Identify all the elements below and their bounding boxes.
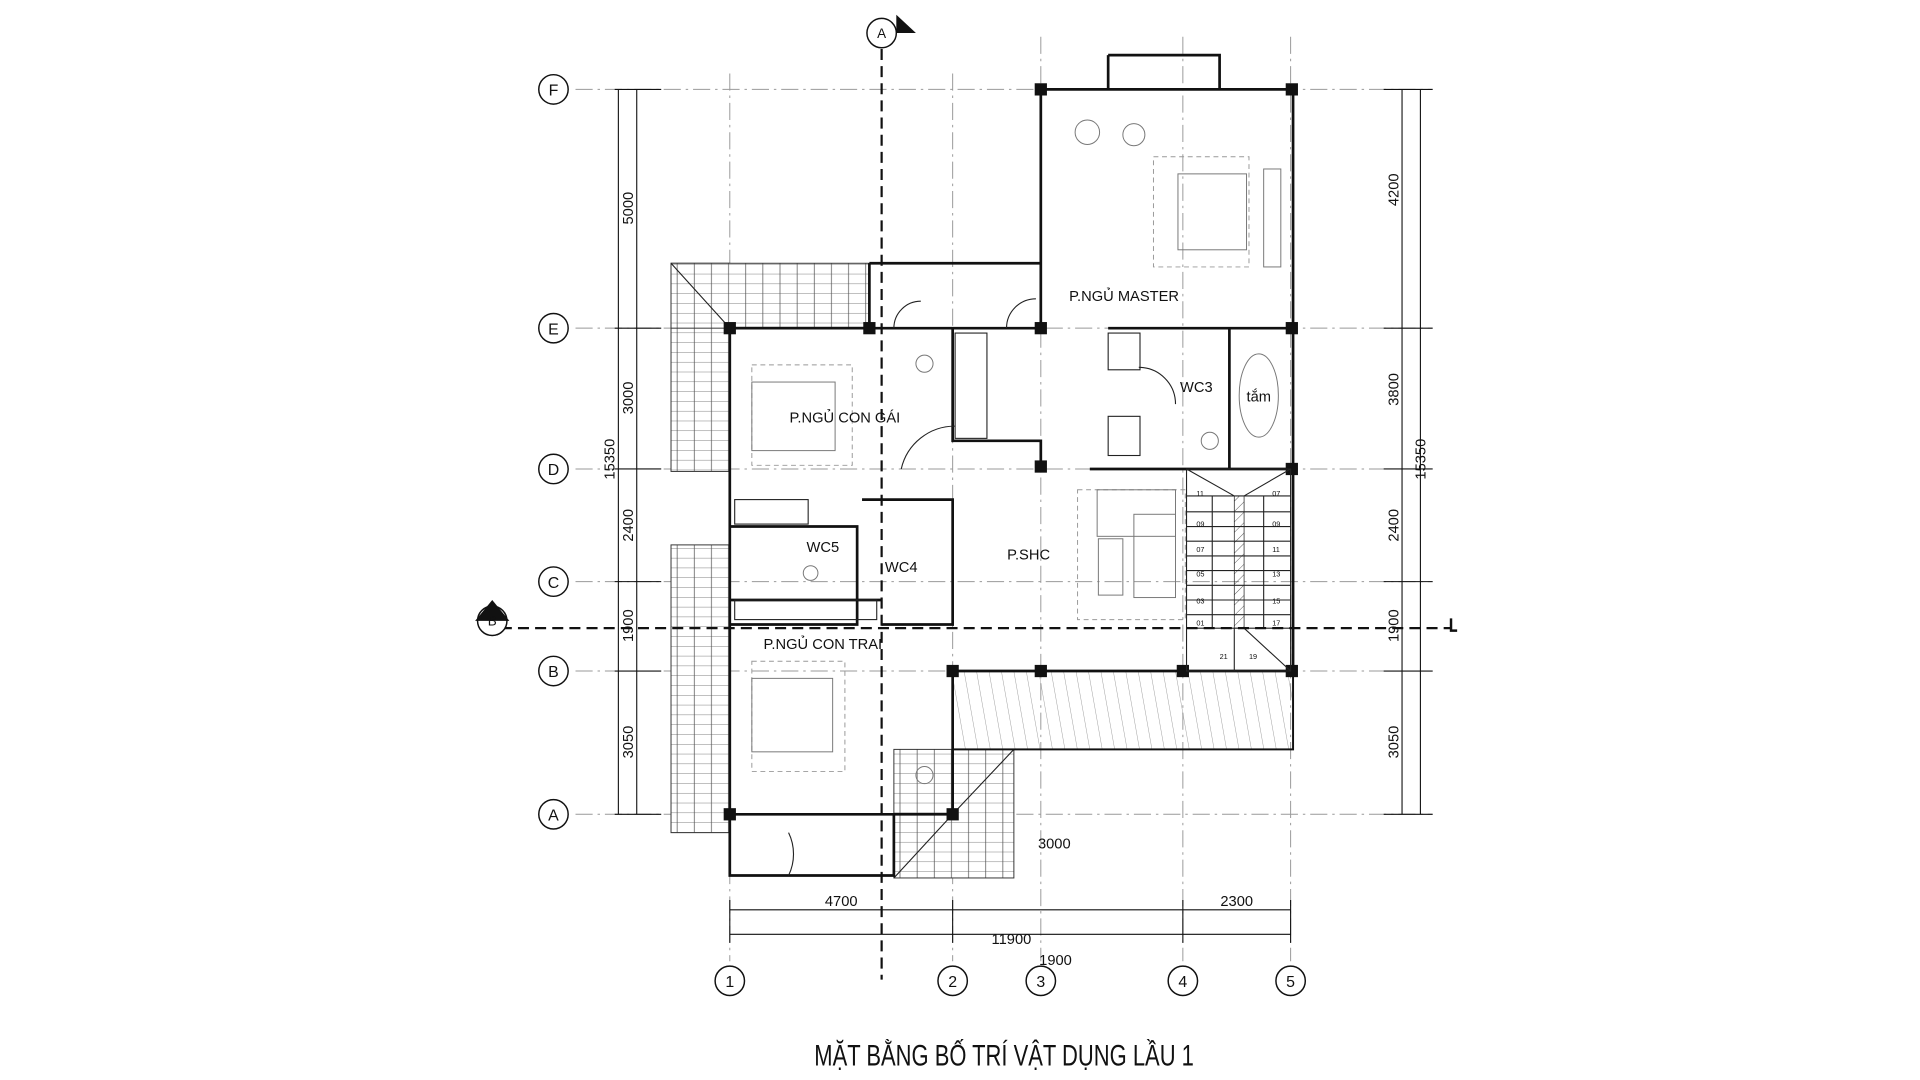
grid-bubble-4: 4 [1167,965,1199,997]
stair-number: 17 [1272,619,1280,628]
section-mark-a: A [866,14,916,49]
svg-text:A: A [548,807,559,824]
stair-number: 01 [1196,619,1204,628]
stair-number: 09 [1196,520,1204,529]
section-mark-b: B [475,600,510,637]
svg-text:5: 5 [1286,974,1295,991]
furniture [734,119,1282,876]
svg-text:2: 2 [948,974,957,991]
grid-bubble-e: E [538,312,569,344]
drawing-title: MẶT BẰNG BỐ TRÍ VẬT DỤNG LẦU 1 [814,1038,1194,1072]
room-wc4: WC4 [885,560,918,576]
svg-text:15350: 15350 [603,439,619,480]
grid-row-bubbles: F E D C B A [538,73,569,830]
balcony [951,670,1295,751]
room-master: P.NGỦ MASTER [1069,287,1179,305]
svg-text:2400: 2400 [621,509,637,542]
stair-number: 09 [1272,520,1280,529]
svg-text:2300: 2300 [1220,894,1253,910]
svg-text:A: A [877,26,886,41]
grid-bubble-a: A [538,798,569,830]
grid-bubble-f: F [538,73,569,105]
grid-bubble-d: D [538,453,569,485]
roof-tiles [670,262,1015,879]
stair-number: 15 [1272,597,1280,606]
svg-text:3050: 3050 [621,726,637,759]
svg-text:15350: 15350 [1413,439,1429,480]
room-wc3: WC3 [1180,380,1213,396]
svg-text:1900: 1900 [621,609,637,642]
grid-bubble-2: 2 [937,965,969,997]
dimension-lines [614,88,1433,943]
stair-number: 11 [1196,489,1204,498]
svg-text:3800: 3800 [1386,373,1402,406]
dimension-texts: 5000 3000 2400 1900 3050 15350 4200 3800… [603,173,1430,968]
svg-text:4: 4 [1178,974,1187,991]
room-son: P.NGỦ CON TRAI [764,635,883,653]
stair-number: 19 [1249,652,1257,661]
stair-number: 13 [1272,570,1280,579]
svg-text:B: B [488,614,497,629]
grid-col-bubbles: 1 2 3 4 5 [714,965,1307,997]
grid-bubble-b: B [538,655,569,687]
svg-text:2400: 2400 [1386,509,1402,542]
svg-text:1900: 1900 [1386,609,1402,642]
staircase: 11 09 07 05 03 01 07 09 11 13 15 17 21 1… [1185,468,1292,672]
room-wc5: WC5 [807,540,840,556]
room-labels: P.NGỦ MASTER P.NGỦ CON GÁI WC3 tắm WC5 W… [764,287,1271,653]
grid-bubble-5: 5 [1275,965,1307,997]
svg-text:E: E [548,321,559,338]
svg-text:11900: 11900 [992,932,1032,948]
columns [723,83,1298,821]
svg-text:3000: 3000 [1038,837,1071,853]
stair-number: 07 [1196,545,1204,554]
svg-text:F: F [549,83,559,100]
svg-text:4200: 4200 [1386,173,1402,206]
stair-number: 11 [1272,545,1280,554]
grid-bubble-1: 1 [714,965,746,997]
grid-bubble-3: 3 [1025,965,1057,997]
svg-text:5000: 5000 [621,192,637,225]
svg-text:B: B [548,664,559,681]
svg-text:C: C [548,575,560,592]
grid-bubble-c: C [538,566,569,598]
svg-text:3: 3 [1036,974,1045,991]
room-bath: tắm [1247,389,1271,406]
stair-number: 07 [1272,489,1280,498]
svg-text:3050: 3050 [1386,726,1402,759]
room-daughter: P.NGỦ CON GÁI [790,408,901,426]
stair-number: 21 [1220,652,1228,661]
svg-text:4700: 4700 [825,894,858,910]
svg-text:1900: 1900 [1039,953,1072,969]
svg-text:D: D [548,462,560,479]
svg-text:1: 1 [725,974,734,991]
room-living: P.SHC [1007,548,1050,564]
svg-text:3000: 3000 [621,382,637,415]
stair-number: 03 [1196,597,1204,606]
stair-number: 05 [1196,570,1204,579]
